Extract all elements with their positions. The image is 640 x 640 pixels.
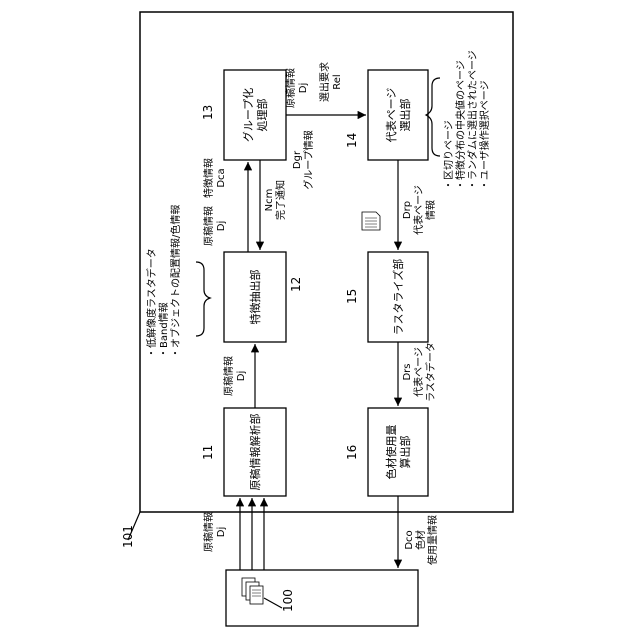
svg-text:原稿情報: 原稿情報 — [202, 206, 215, 246]
svg-text:・オブジェクトの配置情報/色情報: ・オブジェクトの配置情報/色情報 — [169, 205, 182, 358]
svg-text:Dca: Dca — [216, 168, 227, 187]
svg-text:・ユーザ操作選択ページ: ・ユーザ操作選択ページ — [478, 80, 491, 190]
svg-text:・特徴分布の中央値のページ: ・特徴分布の中央値のページ — [454, 60, 467, 190]
raster-label: ラスタライズ部 — [391, 259, 405, 335]
svg-text:Drs: Drs — [402, 363, 413, 380]
svg-text:Ncm: Ncm — [264, 189, 275, 212]
label-ncm: Ncm 完了通知 — [264, 180, 287, 220]
label-pages: ・区切りページ ・特徴分布の中央値のページ ・ランダムに選出されたページ ・ユー… — [443, 50, 491, 190]
svg-text:Dco: Dco — [404, 530, 415, 549]
analysis-ref: 11 — [201, 445, 215, 460]
block-colorcalc — [368, 408, 428, 496]
block-group — [224, 70, 286, 160]
label-features: ・低解像度ラスタデータ ・Band情報 ・オブジェクトの配置情報/色情報 — [145, 205, 182, 358]
svg-text:代表ページ: 代表ページ — [412, 347, 425, 397]
colorcalc-ref: 16 — [345, 445, 359, 460]
extract-ref: 12 — [289, 277, 303, 292]
svg-text:・Band情報: ・Band情報 — [157, 302, 170, 358]
svg-text:代表ページ: 代表ページ — [412, 185, 425, 235]
label-drp: Drp 代表ページ 情報 — [402, 185, 437, 235]
analysis-label: 原稿情報解析部 — [248, 414, 262, 491]
label-rel: 選出要求 Rel — [318, 62, 343, 102]
label-dj-12-13: 原稿情報 Dj — [202, 206, 227, 246]
svg-text:Dj: Dj — [216, 527, 227, 537]
svg-text:特徴情報: 特徴情報 — [202, 158, 215, 198]
svg-text:原稿情報: 原稿情報 — [284, 68, 297, 108]
rep-label-line1: 代表ページ — [384, 88, 398, 143]
colorcalc-label-line2: 算出部 — [398, 436, 412, 469]
label-dca: 特徴情報 Dca — [202, 158, 227, 198]
svg-text:原稿情報: 原稿情報 — [222, 356, 235, 396]
svg-text:グループ情報: グループ情報 — [302, 130, 315, 189]
svg-text:Dj: Dj — [216, 221, 227, 231]
label-dj-13-14: 原稿情報 Dj — [284, 68, 309, 108]
svg-text:ラスタデータ: ラスタデータ — [424, 342, 437, 402]
svg-text:Rel: Rel — [332, 74, 343, 89]
svg-text:Drp: Drp — [402, 201, 413, 219]
page-document-icon — [362, 212, 380, 230]
svg-text:選出要求: 選出要求 — [318, 62, 331, 102]
group-label-line1: グループ化 — [241, 88, 255, 142]
label-dco: Dco 色材 使用量情報 — [404, 515, 439, 565]
group-ref: 13 — [201, 105, 215, 120]
svg-text:Dj: Dj — [298, 83, 309, 93]
system-ref: 101 — [121, 525, 135, 548]
svg-text:・区切りページ: ・区切りページ — [443, 120, 455, 190]
svg-text:Dgr: Dgr — [292, 150, 303, 169]
svg-text:Dj: Dj — [236, 371, 247, 381]
svg-text:色材: 色材 — [414, 530, 427, 550]
svg-text:・ランダムに選出されたページ: ・ランダムに選出されたページ — [466, 50, 479, 190]
label-dj-11-12: 原稿情報 Dj — [222, 356, 247, 396]
svg-text:・低解像度ラスタデータ: ・低解像度ラスタデータ — [145, 248, 158, 358]
svg-text:原稿情報: 原稿情報 — [202, 512, 215, 552]
label-drs: Drs 代表ページ ラスタデータ — [402, 342, 437, 402]
rep-ref: 14 — [345, 133, 359, 148]
group-label-line2: 処理部 — [255, 99, 269, 132]
block-rep — [368, 70, 428, 160]
label-input-dj: 原稿情報 Dj — [202, 512, 227, 552]
colorcalc-label-line1: 色材使用量 — [384, 425, 398, 480]
extract-label: 特徴抽出部 — [248, 270, 262, 325]
label-dgr: Dgr グループ情報 — [292, 130, 315, 189]
svg-text:完了通知: 完了通知 — [274, 180, 287, 220]
svg-text:情報: 情報 — [424, 200, 437, 220]
rep-label-line2: 選出部 — [398, 99, 412, 132]
svg-text:使用量情報: 使用量情報 — [426, 515, 439, 565]
source-ref: 100 — [281, 589, 295, 612]
raster-ref: 15 — [345, 289, 359, 304]
features-bracket — [196, 262, 210, 336]
